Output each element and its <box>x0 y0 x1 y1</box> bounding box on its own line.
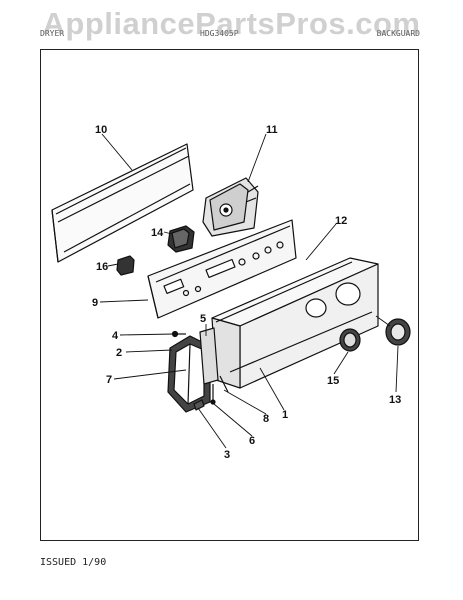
callout-7: 7 <box>106 374 112 386</box>
callout-15: 15 <box>327 375 339 387</box>
diagram-frame <box>40 49 419 541</box>
part-4-screw <box>171 330 186 338</box>
part-10-rear-panel <box>51 143 194 263</box>
callout-8: 8 <box>263 413 269 425</box>
callout-9: 9 <box>92 297 98 309</box>
header-appliance-type: DRYER <box>40 29 65 38</box>
callout-6: 6 <box>249 435 255 447</box>
part-8-screw <box>219 375 229 393</box>
part-6-screw <box>210 384 216 405</box>
callout-13: 13 <box>389 394 401 406</box>
callout-4: 4 <box>112 330 119 342</box>
part-13-knob <box>385 318 411 346</box>
part-16-clip <box>116 255 135 276</box>
callout-16: 16 <box>96 261 108 273</box>
part-14-switch <box>167 225 195 253</box>
callout-2: 2 <box>116 347 122 359</box>
callout-1: 1 <box>282 409 288 421</box>
callout-11: 11 <box>266 124 278 136</box>
part-3-screw <box>193 399 205 411</box>
issued-date: ISSUED 1/90 <box>40 557 107 568</box>
callout-3: 3 <box>224 449 230 461</box>
part-15-knob <box>339 328 361 352</box>
callout-12: 12 <box>335 215 347 227</box>
page-header: DRYER HDG3405P BACKGUARD <box>40 29 420 41</box>
part-2-end-cap <box>167 335 211 413</box>
header-model-number: HDG3405P <box>200 29 239 38</box>
part-11-timer <box>202 177 259 237</box>
callout-5: 5 <box>200 313 206 325</box>
header-section-title: BACKGUARD <box>376 29 420 38</box>
part-5-bracket <box>199 327 219 385</box>
part-9-control-panel <box>147 219 297 319</box>
callout-10: 10 <box>95 124 107 136</box>
callout-14: 14 <box>151 227 164 239</box>
watermark: AppliancePartsPros.com <box>42 6 421 41</box>
